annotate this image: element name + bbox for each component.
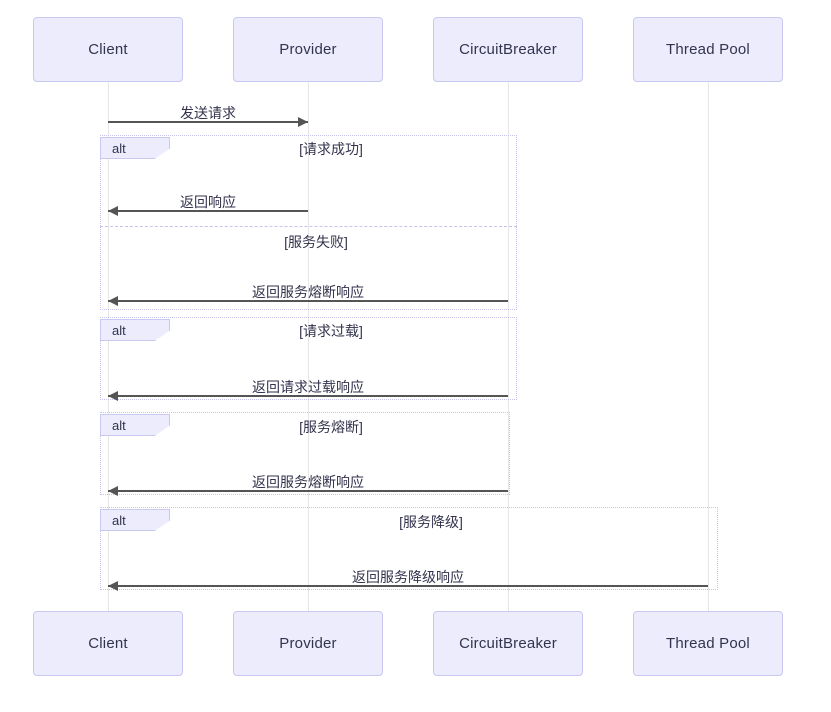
alt-group-4 — [100, 507, 718, 590]
message-label-2: 返回响应 — [180, 194, 236, 210]
alt-group-2-tag: alt — [100, 319, 170, 341]
participant-top-circuitbreaker[interactable]: CircuitBreaker — [433, 17, 583, 82]
participant-bottom-client[interactable]: Client — [33, 611, 183, 676]
participant-bottom-thread-pool[interactable]: Thread Pool — [633, 611, 783, 676]
lifeline-circuitbreaker — [508, 82, 509, 611]
participant-bottom-provider[interactable]: Provider — [233, 611, 383, 676]
participant-top-client[interactable]: Client — [33, 17, 183, 82]
message-arrowhead-1 — [298, 117, 308, 127]
alt-group-1 — [100, 135, 517, 310]
message-line-5 — [108, 490, 508, 492]
participant-top-thread-pool[interactable]: Thread Pool — [633, 17, 783, 82]
alt-group-1-divider — [100, 226, 517, 227]
participant-top-provider[interactable]: Provider — [233, 17, 383, 82]
alt-group-4-tag: alt — [100, 509, 170, 531]
message-label-6: 返回服务降级响应 — [352, 569, 464, 585]
message-label-5: 返回服务熔断响应 — [252, 474, 364, 490]
message-line-4 — [108, 395, 508, 397]
message-arrowhead-5 — [108, 486, 118, 496]
message-label-4: 返回请求过载响应 — [252, 379, 364, 395]
message-line-1 — [108, 121, 308, 123]
alt-group-2-condition-1: [请求过载] — [299, 323, 363, 339]
lifeline-client — [108, 82, 109, 611]
message-label-3: 返回服务熔断响应 — [252, 284, 364, 300]
message-arrowhead-3 — [108, 296, 118, 306]
message-arrowhead-2 — [108, 206, 118, 216]
lifeline-provider — [308, 82, 309, 611]
alt-group-2 — [100, 317, 517, 400]
alt-group-1-tag: alt — [100, 137, 170, 159]
alt-group-4-condition-1: [服务降级] — [399, 514, 463, 530]
message-line-2 — [108, 210, 308, 212]
alt-group-3 — [100, 412, 510, 495]
alt-group-3-tag: alt — [100, 414, 170, 436]
message-arrowhead-6 — [108, 581, 118, 591]
message-arrowhead-4 — [108, 391, 118, 401]
alt-group-1-condition-2: [服务失败] — [284, 234, 348, 250]
alt-group-1-condition-1: [请求成功] — [299, 141, 363, 157]
participant-bottom-circuitbreaker[interactable]: CircuitBreaker — [433, 611, 583, 676]
lifeline-thread-pool — [708, 82, 709, 611]
message-line-6 — [108, 585, 708, 587]
message-line-3 — [108, 300, 508, 302]
alt-group-3-condition-1: [服务熔断] — [299, 419, 363, 435]
message-label-1: 发送请求 — [180, 105, 236, 121]
